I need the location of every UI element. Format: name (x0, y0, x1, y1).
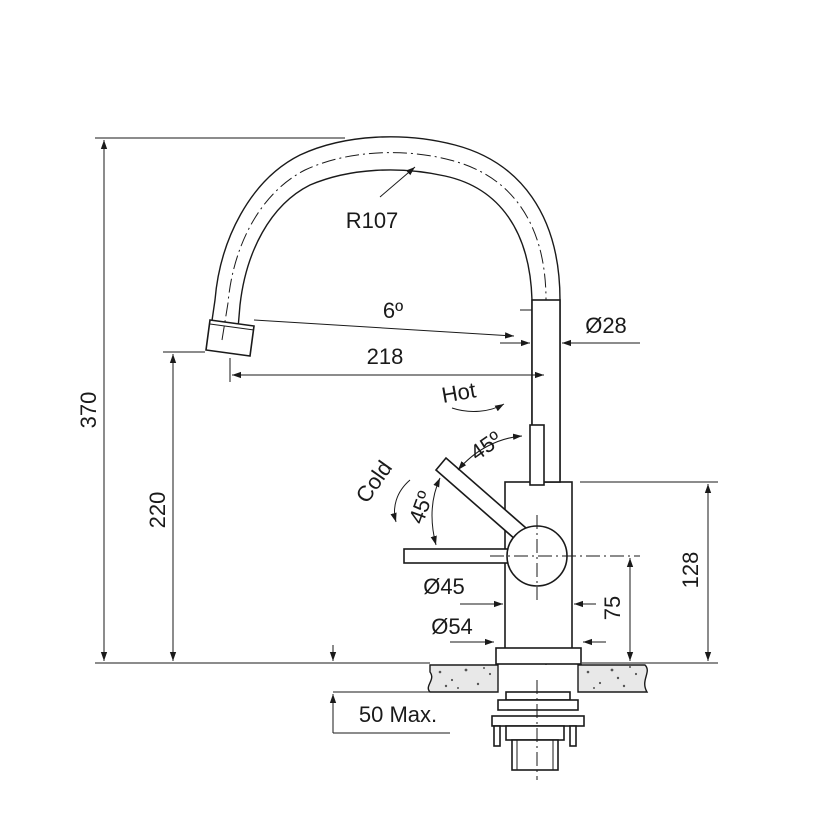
base-flange (495, 647, 582, 665)
dimension-labels: 370 220 218 R107 6º Ø28 Ø45 Ø54 75 128 5… (76, 208, 703, 727)
body-height-label: 128 (678, 552, 703, 589)
spout-aerator (205, 319, 255, 357)
base-diameter-label: Ø54 (431, 614, 473, 639)
faucet-outline (205, 136, 649, 780)
cold-angle-label: 45º (404, 488, 439, 527)
spout-centerline (221, 152, 547, 665)
spout-inner-curve (235, 169, 533, 480)
cold-label: Cold (351, 456, 397, 507)
spout-diameter-label: Ø28 (585, 313, 627, 338)
radius-label: R107 (346, 208, 399, 233)
dimension-lines (95, 137, 718, 734)
mounting-assembly (491, 680, 585, 780)
hot-angle-label: 45º (465, 426, 506, 465)
counter-thickness-label: 50 Max. (359, 702, 437, 727)
lever-height-label: 75 (600, 596, 625, 620)
spout-outer-curve (207, 136, 561, 480)
body-diameter-label: Ø45 (423, 574, 465, 599)
countertop (427, 664, 649, 693)
lever-hot-position (529, 424, 545, 486)
hot-label: Hot (440, 377, 478, 408)
total-height-label: 370 (76, 392, 101, 429)
spout-angle-label: 6º (383, 298, 403, 323)
spout-height-label: 220 (145, 492, 170, 529)
reach-label: 218 (367, 344, 404, 369)
